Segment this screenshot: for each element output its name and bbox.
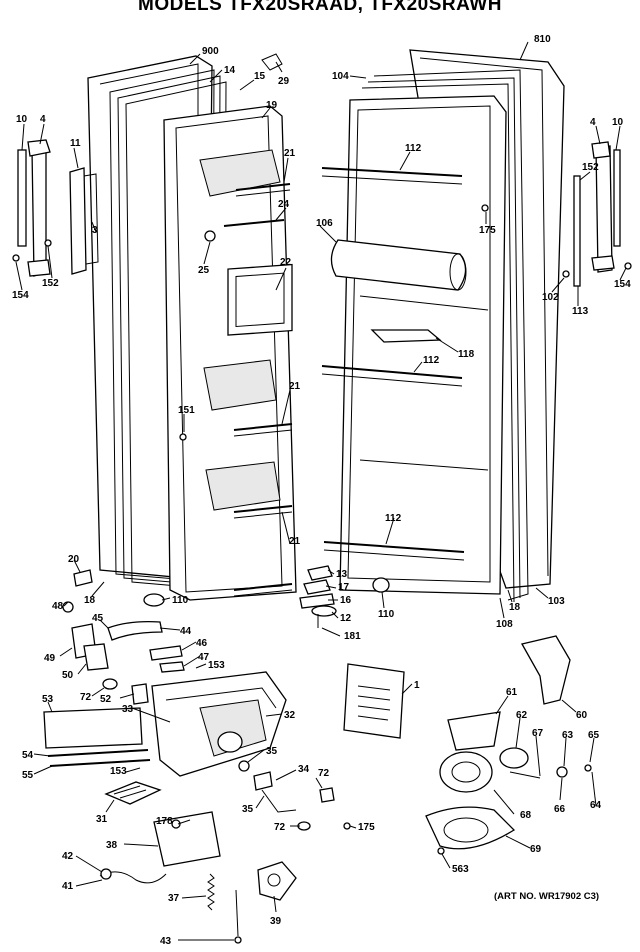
callout-154-left: 154 [12, 290, 29, 301]
callout-47: 47 [198, 652, 210, 663]
callout-153-top: 153 [208, 660, 225, 671]
callout-108: 108 [496, 619, 513, 630]
callout-154-right: 154 [614, 279, 631, 290]
callout-54: 54 [22, 750, 34, 761]
callout-14: 14 [224, 65, 236, 76]
callout-49: 49 [44, 653, 56, 664]
callout-178: 178 [156, 816, 173, 827]
callout-41: 41 [62, 881, 74, 892]
callout-24: 24 [278, 199, 290, 210]
callout-21-top: 21 [284, 148, 296, 159]
callout-175-bottom: 175 [358, 822, 375, 833]
callout-13: 13 [336, 569, 348, 580]
callout-50: 50 [62, 670, 74, 681]
callout-152-right: 152 [582, 162, 599, 173]
callout-4-left: 4 [40, 114, 46, 125]
callout-1: 1 [414, 680, 420, 691]
callout-104: 104 [332, 71, 349, 82]
callout-18-right: 18 [509, 602, 521, 613]
callout-45: 45 [92, 613, 104, 624]
callout-153-bottom: 153 [110, 766, 127, 777]
callout-21-bottom: 21 [289, 536, 301, 547]
callout-106: 106 [316, 218, 333, 229]
callout-102: 102 [542, 292, 559, 303]
callout-16: 16 [340, 595, 352, 606]
callout-72-bottom: 72 [274, 822, 286, 833]
leader-lines [15, 41, 627, 941]
callout-29: 29 [278, 76, 290, 87]
callout-112-top: 112 [405, 143, 422, 154]
callout-3: 3 [92, 225, 98, 236]
callout-35-bottom: 35 [242, 804, 254, 815]
callout-113: 113 [572, 306, 589, 317]
callout-64: 64 [590, 800, 602, 811]
callout-175-top: 175 [479, 225, 496, 236]
callout-72-top: 72 [80, 692, 92, 703]
callout-118: 118 [458, 349, 475, 360]
callout-31: 31 [96, 814, 108, 825]
callout-52: 52 [100, 694, 112, 705]
callout-20: 20 [68, 554, 80, 565]
callout-12: 12 [340, 613, 352, 624]
callout-46: 46 [196, 638, 208, 649]
diagram-title: MODELS TFX20SRAAD, TFX20SRAWH [138, 0, 502, 15]
callout-66: 66 [554, 804, 566, 815]
callout-labels: 900 14 15 29 104 810 10 4 11 19 21 112 4… [12, 34, 631, 947]
callout-42: 42 [62, 851, 74, 862]
callout-68: 68 [520, 810, 532, 821]
callout-900: 900 [202, 46, 219, 57]
callout-72-mid: 72 [318, 768, 330, 779]
callout-21-mid: 21 [289, 381, 301, 392]
callout-17: 17 [338, 582, 350, 593]
callout-35-top: 35 [266, 746, 278, 757]
callout-11: 11 [70, 138, 81, 149]
callout-151: 151 [178, 405, 195, 416]
callout-63: 63 [562, 730, 574, 741]
callout-110-left: 110 [172, 595, 189, 606]
callout-43: 43 [160, 936, 172, 947]
callout-810: 810 [534, 34, 551, 45]
callout-37: 37 [168, 893, 180, 904]
callout-10-right: 10 [612, 117, 624, 128]
art-number: (ART NO. WR17902 C3) [494, 891, 600, 902]
callout-48: 48 [52, 601, 64, 612]
callout-38: 38 [106, 840, 118, 851]
callout-152-left: 152 [42, 278, 59, 289]
callout-67: 67 [532, 728, 544, 739]
callout-4-right: 4 [590, 117, 596, 128]
callout-33: 33 [122, 704, 134, 715]
callout-60: 60 [576, 710, 588, 721]
callout-44: 44 [180, 626, 192, 637]
fresh-food-door [321, 49, 632, 603]
callout-110-right: 110 [378, 609, 395, 620]
callout-563: 563 [452, 864, 469, 875]
callout-69: 69 [530, 844, 542, 855]
callout-53: 53 [42, 694, 54, 705]
callout-62: 62 [516, 710, 528, 721]
callout-10-left: 10 [16, 114, 28, 125]
callout-181: 181 [344, 631, 361, 642]
freezer-door [12, 53, 297, 601]
callout-65: 65 [588, 730, 600, 741]
callout-34: 34 [298, 764, 310, 775]
callout-61: 61 [506, 687, 518, 698]
callout-39: 39 [270, 916, 282, 927]
callout-15: 15 [254, 71, 266, 82]
callout-112-bottom: 112 [385, 513, 402, 524]
callout-103: 103 [548, 596, 565, 607]
lower-hardware [43, 565, 592, 944]
callout-18-left: 18 [84, 595, 96, 606]
callout-112-mid: 112 [423, 355, 440, 366]
callout-19: 19 [266, 100, 278, 111]
callout-22: 22 [280, 257, 292, 268]
callout-25: 25 [198, 265, 210, 276]
callout-55: 55 [22, 770, 34, 781]
callout-32: 32 [284, 710, 296, 721]
